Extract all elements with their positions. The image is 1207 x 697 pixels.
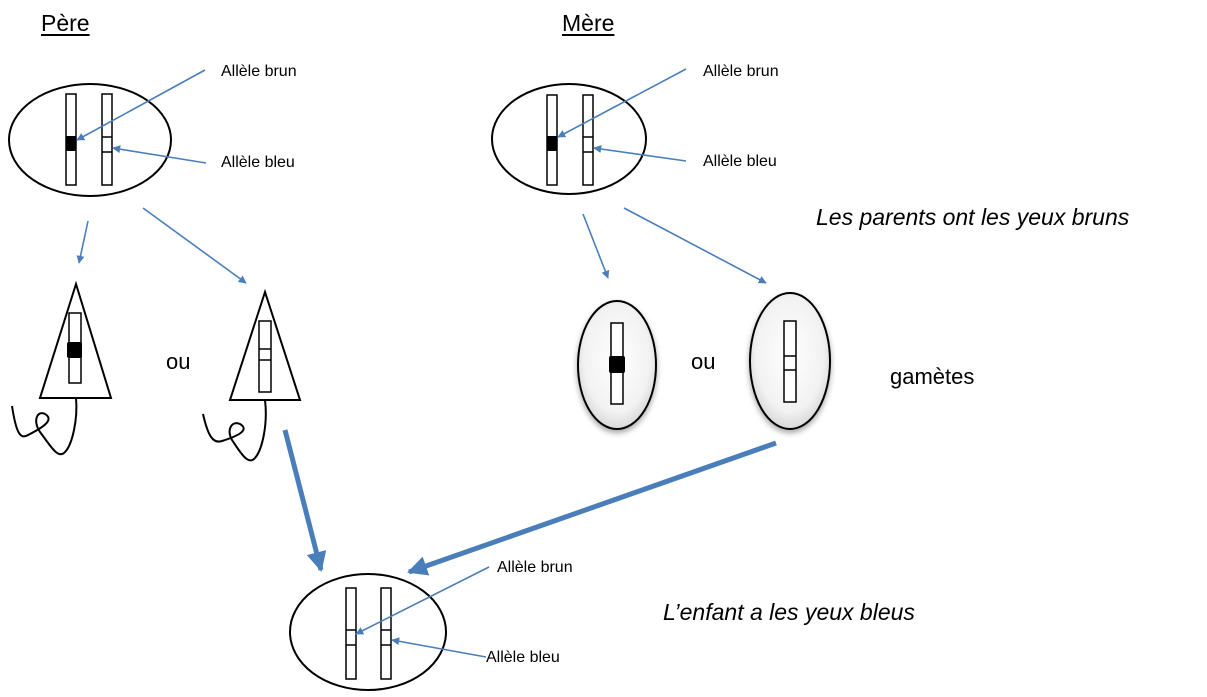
father-brown-allele — [66, 136, 76, 151]
egg-blue — [749, 292, 831, 430]
father-to-sperm-blue-arrow — [142, 207, 247, 284]
sperm-blue — [202, 288, 302, 462]
child-cell — [289, 573, 447, 691]
child-blue-pointer — [391, 637, 487, 658]
child-brown-allele-label: Allèle brun — [497, 559, 573, 576]
or-label-sperm: ou — [166, 349, 191, 374]
mother-blue-pointer — [593, 145, 687, 162]
child-cell-membrane — [289, 573, 447, 691]
or-label-egg: ou — [691, 349, 716, 374]
sperm-blue-tail — [202, 399, 267, 462]
egg-brown-allele — [609, 356, 625, 373]
sperm-brown — [11, 280, 113, 456]
father-cell-membrane — [8, 83, 172, 197]
father-brown-pointer — [76, 69, 206, 141]
father-chromosome-right — [101, 93, 113, 186]
egg-to-child-arrow — [407, 440, 777, 576]
father-title: Père — [41, 10, 90, 36]
mother-cell-membrane — [491, 83, 647, 195]
gamete-arrows — [76, 207, 767, 284]
fertilization-arrows — [282, 429, 777, 576]
egg-blue-chromosome — [783, 320, 797, 403]
child-brown-pointer — [355, 566, 490, 635]
mother-brown-allele — [547, 136, 557, 151]
sperm-brown-allele — [67, 342, 82, 358]
mother-brown-pointer — [557, 68, 687, 138]
sperm-brown-tail — [11, 397, 78, 456]
parents-caption: Les parents ont les yeux bruns — [816, 204, 1130, 230]
gametes-label: gamètes — [890, 364, 975, 389]
sperm-to-child-arrow — [282, 429, 327, 572]
mother-brown-allele-label: Allèle brun — [703, 63, 779, 80]
mother-blue-allele-label: Allèle bleu — [703, 153, 777, 170]
mother-to-egg-blue-arrow — [623, 207, 767, 284]
father-blue-allele-label: Allèle bleu — [221, 154, 295, 171]
mother-cell — [491, 83, 647, 195]
father-brown-allele-label: Allèle brun — [221, 63, 297, 80]
egg-brown — [577, 300, 657, 430]
child-chromosome-right — [380, 587, 392, 680]
father-cell — [8, 83, 172, 197]
child-caption: L’enfant a les yeux bleus — [663, 599, 915, 625]
father-blue-pointer — [112, 145, 207, 164]
mother-title: Mère — [562, 10, 615, 36]
mother-chromosome-right — [582, 94, 594, 186]
father-to-sperm-brown-arrow — [76, 220, 89, 264]
allele-pointer-arrows — [76, 68, 687, 658]
child-blue-allele-label: Allèle bleu — [486, 649, 560, 666]
child-chromosome-left — [345, 587, 357, 680]
mother-to-egg-brown-arrow — [582, 213, 610, 279]
sperm-blue-chromosome — [258, 320, 272, 393]
